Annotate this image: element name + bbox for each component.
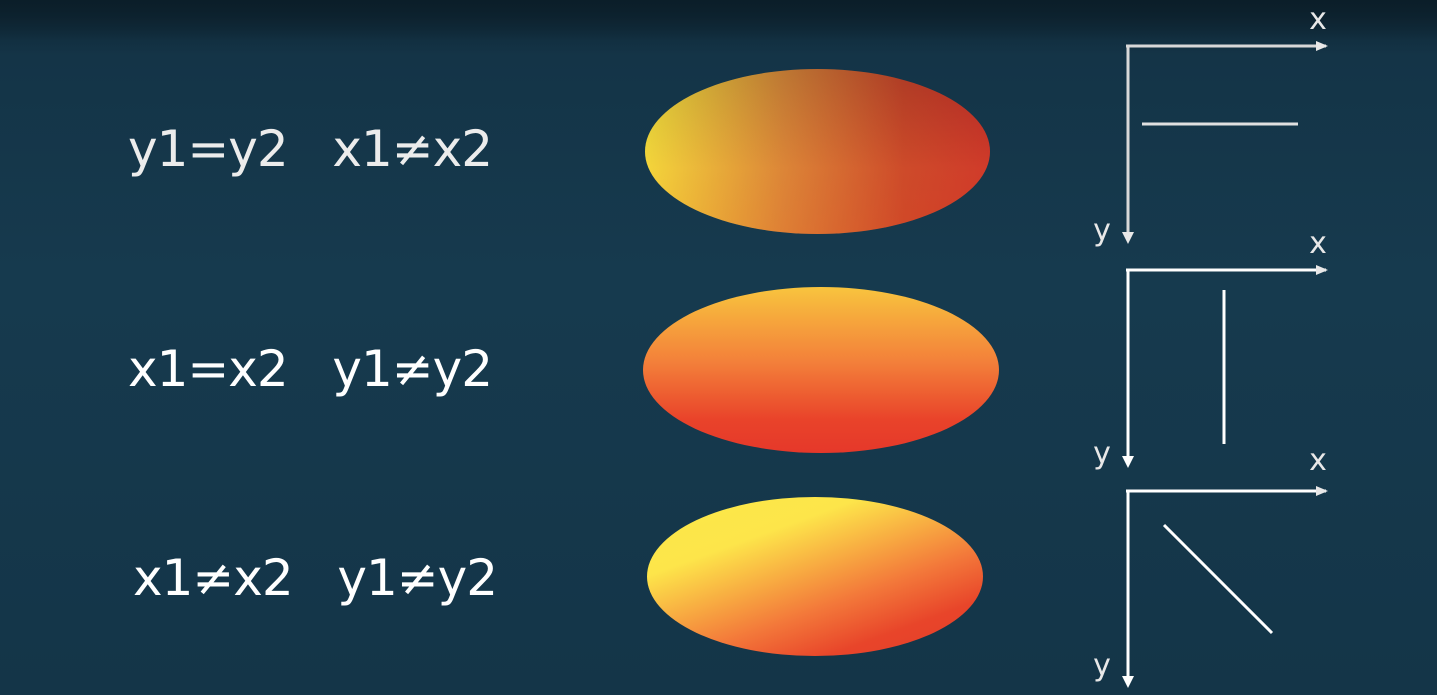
gradient-ellipse-horizontal xyxy=(645,69,990,234)
axes-diagram-1: x y xyxy=(1093,2,1328,248)
x-axis-label: x xyxy=(1309,226,1327,261)
y-arrow-icon xyxy=(1122,232,1134,244)
axes-diagram-3: x y xyxy=(1093,443,1328,688)
coordinate-diagrams: x y x y x y xyxy=(1093,2,1328,688)
y-axis-label: y xyxy=(1093,213,1111,248)
top-band xyxy=(0,0,1437,40)
x-axis-label: x xyxy=(1309,443,1327,478)
axes-diagram-2: x y xyxy=(1093,226,1328,471)
y-arrow-icon xyxy=(1122,456,1134,468)
gradient-direction-line xyxy=(1162,523,1274,635)
gradient-ellipse-diagonal xyxy=(647,497,983,656)
x-axis-label: x xyxy=(1309,2,1327,37)
formula-row-1: y1=y2 x1≠x2 xyxy=(128,120,493,178)
formula-row-2: x1=x2 y1≠y2 xyxy=(128,340,493,398)
formula-row-3: x1≠x2 y1≠y2 xyxy=(133,549,498,607)
y-axis-label: y xyxy=(1093,648,1111,683)
y-axis-label: y xyxy=(1093,436,1111,471)
y-arrow-icon xyxy=(1122,676,1134,688)
gradient-ellipse-vertical xyxy=(643,287,999,453)
